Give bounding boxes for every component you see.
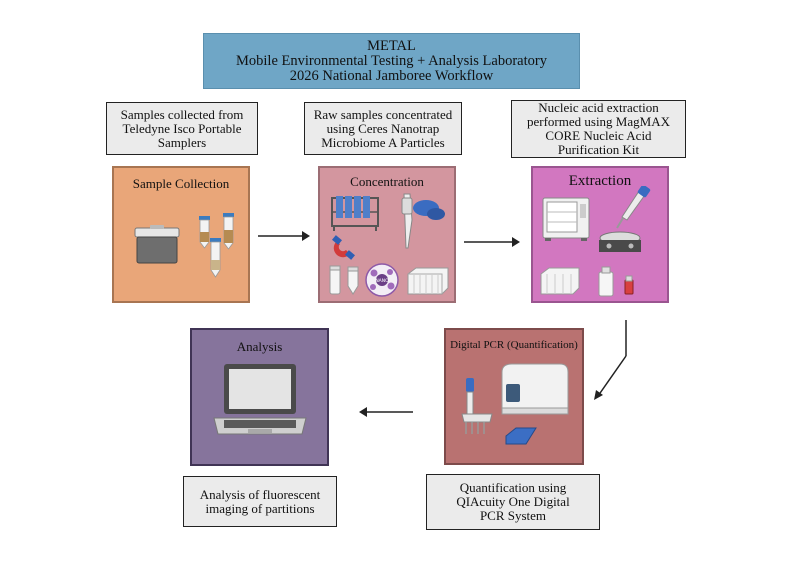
cooler-icon	[134, 225, 180, 264]
extraction-panel: Extraction	[531, 166, 669, 303]
extraction-label: Extraction	[568, 173, 632, 189]
nanoparticle-tag: NANO	[375, 278, 389, 284]
well-plate-icon	[407, 267, 449, 295]
extraction-description: Nucleic acid extraction performed using …	[511, 100, 686, 158]
pipette-icon	[401, 193, 445, 249]
extraction-description-text: Nucleic acid extraction performed using …	[527, 100, 670, 157]
dpcr-instrument-icon	[501, 363, 569, 415]
analysis-panel: Analysis	[190, 328, 329, 466]
analysis-description: Analysis of fluorescent imaging of parti…	[183, 476, 337, 527]
arrow-extraction-to-dpcr	[594, 320, 627, 400]
shaker-icon	[599, 231, 641, 252]
title-line-1: METAL	[367, 38, 416, 54]
tube-rack-icon	[331, 196, 379, 231]
arrow-collection-to-concentration	[258, 231, 310, 241]
sample-tubes-icon	[199, 213, 234, 278]
multichannel-pipette-icon	[616, 186, 651, 229]
dpcr-panel: Digital PCR (Quantification)	[444, 328, 584, 465]
dpcr-description: Quantification using QIAcuity One Digita…	[426, 474, 600, 530]
title-line-2: Mobile Environmental Testing + Analysis …	[236, 53, 547, 69]
sample-collection-description-text: Samples collected from Teledyne Isco Por…	[120, 106, 244, 150]
analysis-description-text: Analysis of fluorescent imaging of parti…	[199, 486, 321, 516]
dpcr-nanoplate-icon	[505, 427, 537, 445]
reagent-bottles-icon	[598, 266, 634, 297]
magnet-icon	[332, 235, 355, 260]
laptop-icon	[213, 364, 307, 435]
concentration-label: Concentration	[350, 174, 424, 189]
incubator-icon	[542, 197, 590, 241]
concentration-description-text: Raw samples concentrated using Ceres Nan…	[313, 106, 453, 150]
nanoparticles-icon: NANO	[365, 263, 399, 297]
arrow-dpcr-to-analysis	[359, 407, 413, 417]
arrow-concentration-to-extraction	[464, 237, 520, 247]
dpcr-pipette-icon	[461, 378, 493, 434]
sample-collection-label: Sample Collection	[132, 176, 230, 191]
dpcr-label: Digital PCR (Quantification)	[450, 339, 578, 351]
analysis-label: Analysis	[236, 339, 283, 354]
workflow-title: METAL Mobile Environmental Testing + Ana…	[203, 33, 580, 89]
concentration-panel: Concentration NANO	[318, 166, 456, 303]
sample-vials-icon	[329, 265, 359, 295]
well-plate-icon-extraction	[540, 267, 580, 295]
concentration-description: Raw samples concentrated using Ceres Nan…	[304, 102, 462, 155]
dpcr-description-text: Quantification using QIAcuity One Digita…	[456, 480, 570, 523]
title-line-3: 2026 National Jamboree Workflow	[289, 68, 494, 84]
sample-collection-description: Samples collected from Teledyne Isco Por…	[106, 102, 258, 155]
sample-collection-panel: Sample Collection	[112, 166, 250, 303]
